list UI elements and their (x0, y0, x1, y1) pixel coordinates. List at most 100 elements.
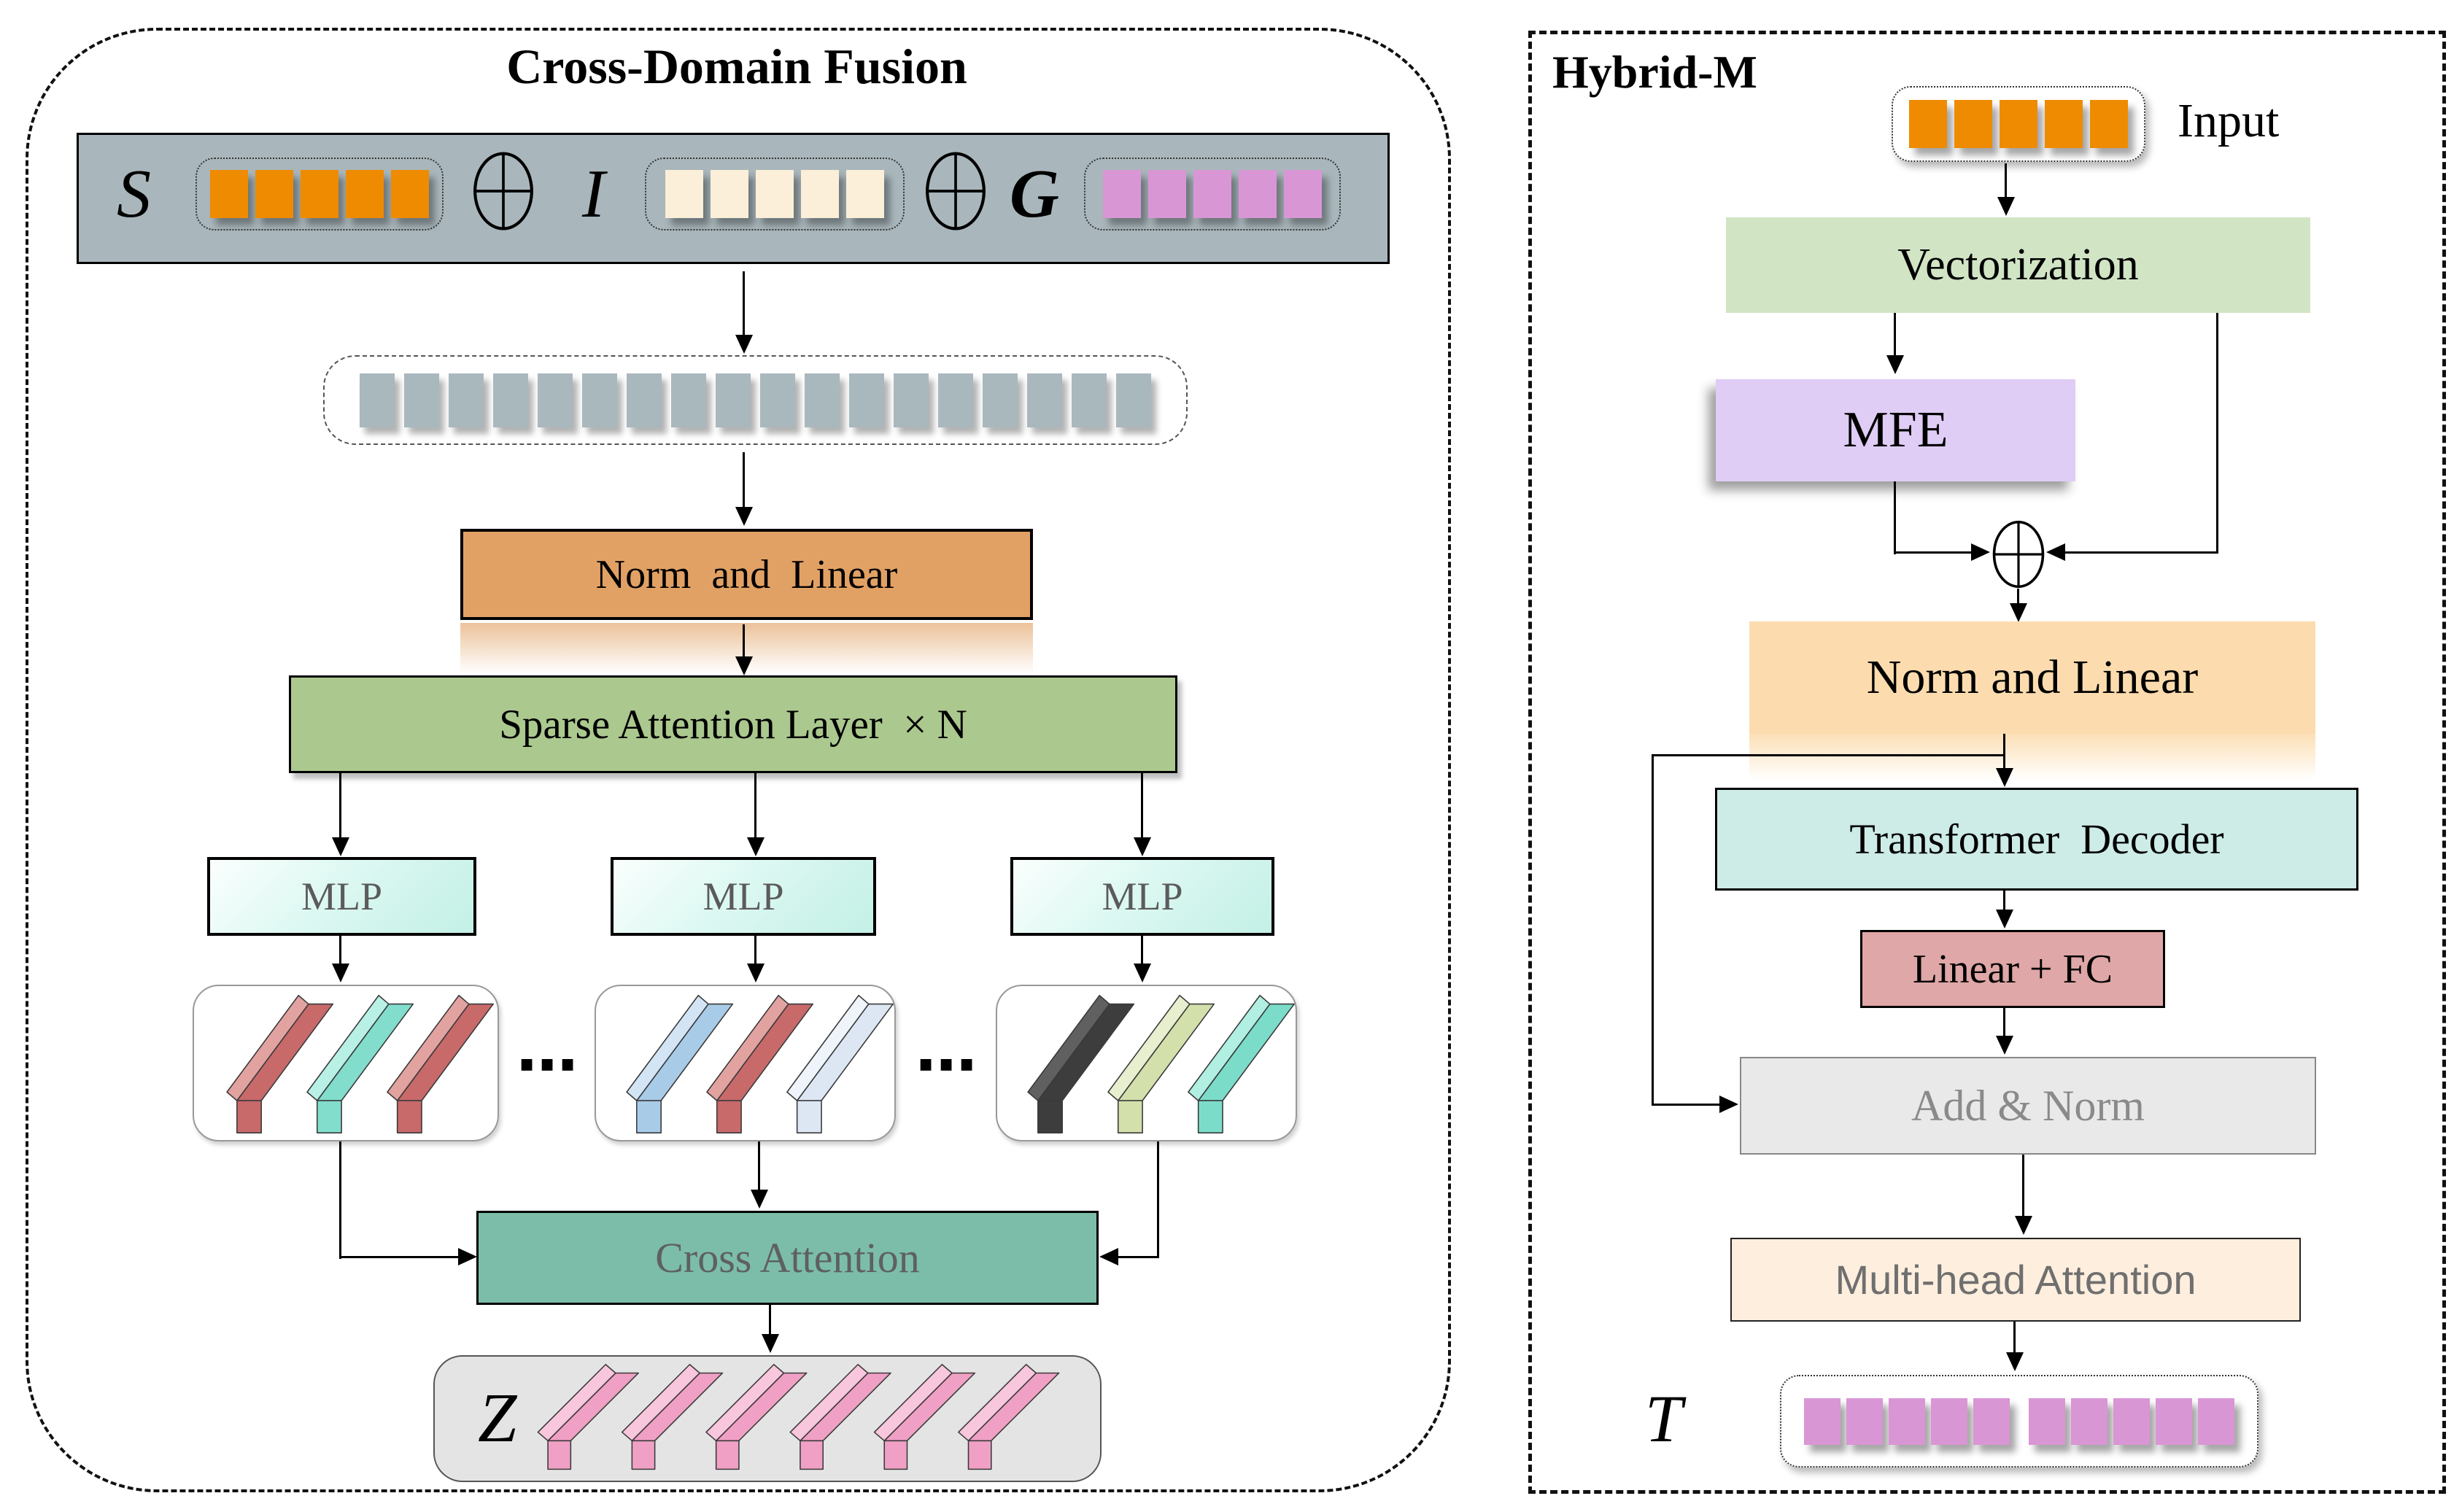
token-square (1239, 170, 1277, 218)
arrowhead-down (735, 656, 753, 675)
skip-connection-line (1652, 1104, 1719, 1106)
token-square (711, 170, 748, 218)
feature-bars (626, 994, 894, 1133)
mfe-label: MFE (1843, 402, 1948, 458)
token-square (1103, 170, 1141, 218)
mlp-label: MLP (301, 875, 383, 918)
z-output-bars (537, 1363, 1060, 1470)
norm-and-linear-box-right: Norm and Linear (1749, 621, 2315, 734)
i-tokens (665, 170, 884, 218)
add-norm-label: Add & Norm (1911, 1081, 2145, 1130)
arrowhead-left (1099, 1248, 1118, 1265)
feature-bar-group-1 (193, 985, 499, 1141)
connector-line (2003, 734, 2005, 770)
token-square (210, 170, 248, 218)
norm-and-linear-label: Norm and Linear (595, 551, 898, 597)
g-label: G (1010, 156, 1059, 232)
token-square (849, 373, 884, 427)
arrowhead-right (1719, 1096, 1738, 1113)
token-square (2156, 1397, 2192, 1445)
token-square (255, 170, 293, 218)
transformer-decoder-label: Transformer Decoder (1849, 815, 2224, 863)
bar-face (316, 1100, 342, 1133)
token-square (938, 373, 973, 427)
connector-line (339, 1141, 341, 1259)
connector-line (1894, 551, 1971, 554)
token-square (983, 373, 1018, 427)
connector-line (1118, 1256, 1158, 1258)
sparse-attention-label: Sparse Attention Layer × N (499, 701, 967, 748)
linear-fc-box: Linear + FC (1860, 930, 2165, 1008)
token-square (493, 373, 528, 427)
bar-face (1117, 1100, 1143, 1133)
bar-face (789, 1363, 869, 1442)
token-square (1846, 1397, 1883, 1445)
feature-bar-group-2 (595, 985, 896, 1141)
mlp-box-3: MLP (1010, 857, 1274, 936)
skip-connection-line (1652, 754, 2005, 756)
connector-line (2005, 163, 2007, 197)
connector-line (754, 936, 756, 964)
mlp-box-2: MLP (611, 857, 876, 936)
connector-line (2022, 1155, 2024, 1217)
arrowhead-down (1996, 768, 2013, 787)
arrowhead-down (747, 964, 765, 982)
arrowhead-down (1134, 837, 1151, 856)
mlp-box-1: MLP (207, 857, 476, 936)
arrowhead-down (2006, 1352, 2024, 1371)
arrowhead-down (1134, 964, 1151, 982)
skip-connection-line (1652, 754, 1654, 1106)
t-tokens-left (1804, 1397, 2010, 1445)
token-square (1973, 1397, 2010, 1445)
norm-and-linear-box: Norm and Linear (460, 529, 1033, 620)
token-square (1027, 373, 1062, 427)
cross-attention-label: Cross Attention (655, 1234, 920, 1282)
arrowhead-down (735, 335, 753, 354)
transformer-decoder-box: Transformer Decoder (1715, 788, 2358, 891)
cross-domain-fusion-title: Cross-Domain Fusion (506, 39, 967, 94)
norm-and-linear-label: Norm and Linear (1866, 651, 2199, 704)
t-token-group (1780, 1375, 2258, 1468)
arrowhead-left (2046, 543, 2065, 561)
token-square (1284, 170, 1322, 218)
s-token-group (196, 158, 444, 230)
s-tokens (210, 170, 429, 218)
connector-line (1141, 936, 1143, 964)
token-square (360, 373, 395, 427)
mlp-label: MLP (1102, 875, 1183, 918)
arrowhead-right (458, 1248, 477, 1265)
bar-face (1188, 994, 1271, 1101)
connector-line (1894, 313, 1896, 357)
hybrid-m-title: Hybrid-M (1552, 46, 1757, 98)
token-square (627, 373, 662, 427)
token-square (1804, 1397, 1840, 1445)
bar-face (236, 1100, 262, 1133)
s-label: S (117, 156, 151, 232)
token-square (1889, 1397, 1925, 1445)
bar-face (716, 1100, 742, 1133)
ellipsis: ⋯ (916, 1029, 977, 1101)
arrowhead-down (2010, 603, 2027, 622)
input-label: Input (2178, 94, 2280, 147)
t-tokens-right (2029, 1397, 2234, 1445)
token-square (449, 373, 484, 427)
cross-domain-fusion-panel-border (26, 28, 1451, 1492)
feature-bars (226, 994, 494, 1133)
connector-line (1141, 773, 1143, 839)
mlp-label: MLP (702, 875, 784, 918)
bar-face (306, 994, 390, 1101)
i-token-group (645, 158, 905, 230)
i-label: I (582, 156, 605, 232)
token-square (1193, 170, 1231, 218)
token-square (716, 373, 751, 427)
bar-face (715, 1440, 740, 1470)
bar-face (796, 1100, 822, 1133)
bar-face (706, 994, 789, 1101)
bar-face (636, 1100, 662, 1133)
add-norm-box: Add & Norm (1740, 1057, 2316, 1155)
bar-face (1107, 994, 1191, 1101)
feature-bars (1027, 994, 1295, 1133)
token-square (1148, 170, 1186, 218)
bar-face (967, 1440, 992, 1470)
z-output-box (433, 1355, 1102, 1482)
